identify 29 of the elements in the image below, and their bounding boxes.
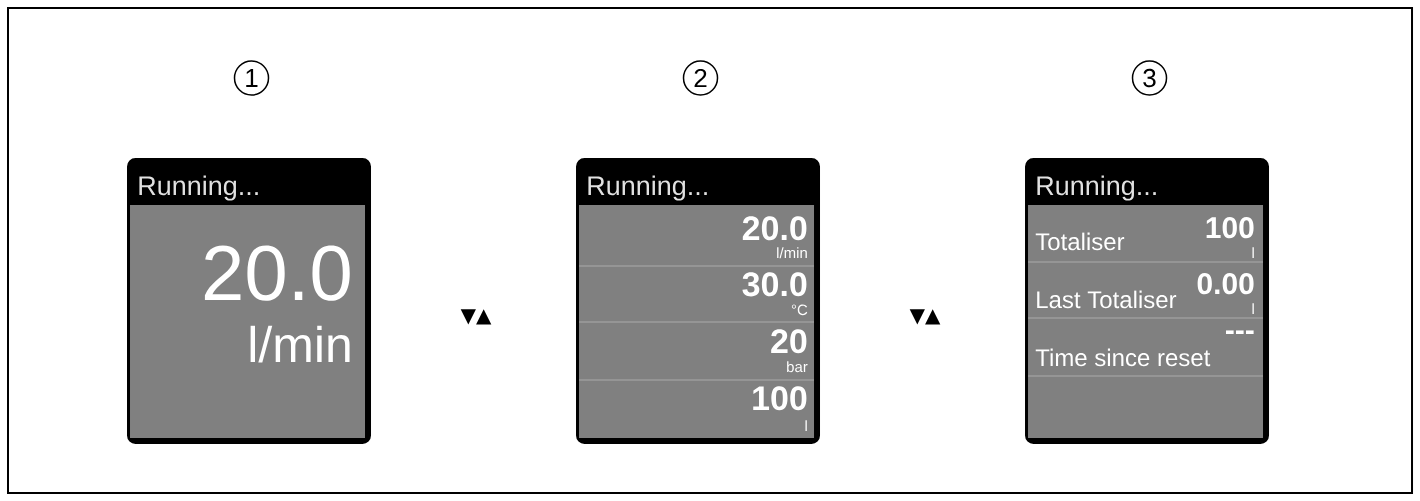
unit-label: l/min [250,325,350,363]
unit-label: l/min [777,247,807,259]
reading-value: 100 [753,386,807,411]
callout-number: 1 [233,60,270,96]
callout-number: 3 [1131,60,1168,96]
reading-value: 20.0 [204,245,350,301]
display-screen [127,158,371,444]
unit-label: l [1252,303,1254,314]
header-text: Running... [139,175,258,201]
display-screen [1025,158,1269,444]
reading-value: 0.00 [1197,273,1254,295]
display-screen [576,158,820,444]
button-symbol: ▼▲ [909,309,941,325]
header-text: Running... [588,175,707,201]
header-text: Running... [1037,175,1156,201]
reading-value: 20.0 [742,216,807,241]
reading-value: 100 [1206,217,1254,239]
callout-number: 2 [682,60,719,96]
unit-label: °C [791,304,808,316]
row-label: Last Totaliser [1037,290,1177,309]
reading-value: 30.0 [742,272,807,297]
reading-value: --- [1226,330,1254,334]
reading-value: 20 [771,329,807,354]
button-symbol: ▼▲ [460,309,492,325]
unit-label: l [1252,247,1254,258]
unit-label: l [805,420,807,431]
unit-label: bar [787,361,808,373]
row-label: Time since reset [1035,348,1211,367]
row-label: Totaliser [1035,232,1125,251]
